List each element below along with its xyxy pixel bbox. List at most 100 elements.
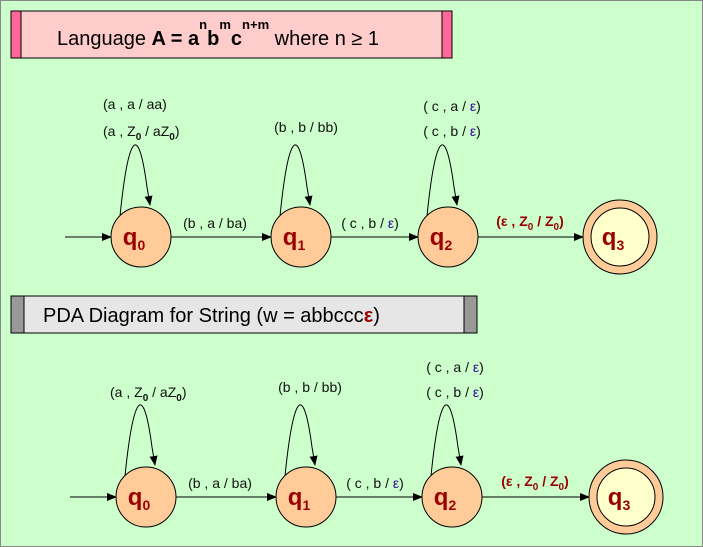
state-subscript: 2 bbox=[444, 237, 452, 253]
label-part: ) bbox=[479, 359, 484, 375]
state-circle bbox=[110, 206, 172, 268]
label-part: 0 bbox=[528, 222, 534, 233]
state-label: q2 bbox=[434, 484, 457, 513]
state-name: q bbox=[128, 484, 143, 511]
loop-label-q1: (b , b / bb) bbox=[274, 119, 338, 135]
label-part: (b , a / ba) bbox=[188, 475, 252, 491]
loop-label-q1: (b , b / bb) bbox=[278, 379, 342, 395]
state-subscript: 3 bbox=[622, 497, 630, 513]
loop-label-q0: (a , Z0 / aZ0) bbox=[103, 123, 180, 143]
state-circle bbox=[270, 206, 332, 268]
loop-label-q2: ( c , a / ε) bbox=[426, 359, 484, 375]
title-prefix: Language bbox=[57, 28, 152, 50]
subtitle-main: PDA Diagram for String (w = abbccc bbox=[43, 305, 364, 327]
state-subscript: 1 bbox=[297, 237, 305, 253]
label-part: Z bbox=[134, 384, 143, 400]
loop-label-q0: (a , Z0 / aZ0) bbox=[110, 384, 187, 404]
title-exp-nm: n+m bbox=[242, 17, 269, 32]
state-label: q1 bbox=[283, 224, 306, 253]
self-loop-q2 bbox=[430, 404, 464, 477]
state-label: q3 bbox=[602, 224, 625, 253]
state-name: q bbox=[288, 484, 303, 511]
label-part: (a , a / aa) bbox=[103, 96, 167, 112]
state-q3: q3 bbox=[582, 199, 658, 275]
label-part: / Z bbox=[533, 213, 554, 229]
label-part: ) bbox=[479, 384, 484, 400]
subtitle-box: PDA Diagram for String (w = abbcccε) bbox=[10, 295, 478, 334]
state-label: q3 bbox=[608, 484, 631, 513]
state-name: q bbox=[430, 224, 445, 251]
state-subscript: 0 bbox=[137, 237, 145, 253]
final-state-inner-circle bbox=[596, 467, 656, 527]
label-part: ) bbox=[559, 213, 564, 229]
label-part: / aZ bbox=[148, 384, 176, 400]
label-part: ( c , a / bbox=[426, 359, 473, 375]
loop-label-q2: ( c , b / ε) bbox=[426, 384, 484, 400]
state-q3: q3 bbox=[588, 459, 664, 535]
self-loop-q1 bbox=[279, 144, 313, 217]
state-q2: q2 bbox=[421, 466, 483, 528]
edge-label-q2-q3: (ε , Z0 / Z0) bbox=[496, 213, 564, 233]
label-part: ) bbox=[182, 384, 187, 400]
label-part: ε bbox=[473, 384, 479, 400]
state-q2: q2 bbox=[417, 206, 479, 268]
label-part: ( c , a / bbox=[423, 98, 470, 114]
subtitle-text: PDA Diagram for String (w = abbcccε) bbox=[43, 305, 380, 327]
state-circle bbox=[421, 466, 483, 528]
label-part: (a , bbox=[103, 123, 127, 139]
subtitle-close: ) bbox=[373, 305, 380, 327]
state-label: q1 bbox=[288, 484, 311, 513]
label-part: / Z bbox=[538, 473, 559, 489]
self-loop-q2 bbox=[426, 144, 460, 217]
state-name: q bbox=[434, 484, 449, 511]
label-part: ( c , b / bbox=[341, 215, 388, 231]
label-part: ) bbox=[476, 123, 481, 139]
state-name: q bbox=[283, 224, 298, 251]
state-circle bbox=[115, 466, 177, 528]
state-label: q0 bbox=[123, 224, 146, 253]
edge-label-q0-q1: (b , a / ba) bbox=[183, 215, 247, 231]
state-subscript: 0 bbox=[142, 497, 150, 513]
state-subscript: 2 bbox=[448, 497, 456, 513]
state-circle bbox=[275, 466, 337, 528]
title-bold: A = bbox=[152, 28, 189, 50]
label-part: 0 bbox=[176, 393, 182, 404]
title-b: b bbox=[207, 28, 219, 50]
state-subscript: 1 bbox=[302, 497, 310, 513]
state-q1: q1 bbox=[275, 466, 337, 528]
loop-label-q2: ( c , b / ε) bbox=[423, 123, 481, 139]
edge-label-q1-q2: ( c , b / ε) bbox=[346, 475, 404, 491]
title-a: a bbox=[188, 28, 200, 50]
label-part: ε bbox=[470, 98, 476, 114]
state-name: q bbox=[608, 484, 623, 511]
edge-label-q1-q2: ( c , b / ε) bbox=[341, 215, 399, 231]
state-q1: q1 bbox=[270, 206, 332, 268]
label-part: ε bbox=[388, 215, 394, 231]
label-part: ( c , b / bbox=[423, 123, 470, 139]
edge-label-q2-q3: (ε , Z0 / Z0) bbox=[501, 473, 569, 493]
label-part: ) bbox=[564, 473, 569, 489]
state-label: q0 bbox=[128, 484, 151, 513]
title-exp-m: m bbox=[219, 17, 231, 32]
subtitle-epsilon: ε bbox=[364, 305, 374, 327]
label-part: ) bbox=[175, 123, 180, 139]
label-part: ( c , b / bbox=[346, 475, 393, 491]
state-name: q bbox=[602, 224, 617, 251]
self-loop-q0 bbox=[119, 144, 153, 217]
title-c: c bbox=[231, 28, 242, 50]
label-part: (ε , Z bbox=[496, 213, 528, 229]
label-part: (ε , Z bbox=[501, 473, 533, 489]
state-name: q bbox=[123, 224, 138, 251]
state-subscript: 3 bbox=[616, 237, 624, 253]
title-exp-n: n bbox=[199, 17, 207, 32]
label-part: Z bbox=[127, 123, 136, 139]
title-suffix: where n ≥ 1 bbox=[269, 28, 379, 50]
label-part: 0 bbox=[554, 222, 560, 233]
self-loop-q0 bbox=[124, 404, 158, 477]
state-label: q2 bbox=[430, 224, 453, 253]
label-part: ) bbox=[399, 475, 404, 491]
